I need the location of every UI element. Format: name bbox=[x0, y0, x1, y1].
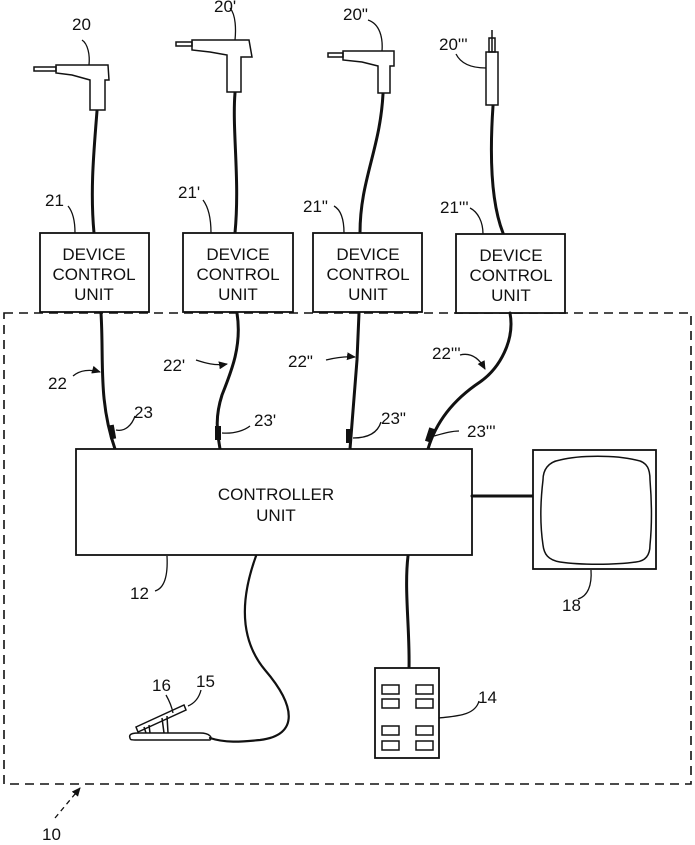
connector-ref-label: 23 bbox=[134, 403, 153, 422]
device-ref-label: 20" bbox=[343, 5, 368, 24]
svg-text:UNIT: UNIT bbox=[74, 285, 114, 304]
control-unit-ref-label: 21''' bbox=[440, 198, 469, 217]
system-ref-label: 10 bbox=[42, 825, 61, 844]
controller-ref-label: 12 bbox=[130, 584, 149, 603]
system-ref: 10 bbox=[42, 788, 80, 844]
svg-text:DEVICE: DEVICE bbox=[479, 246, 542, 265]
device-handpiece-3: 20" bbox=[328, 5, 394, 233]
controller-unit: CONTROLLER UNIT 12 bbox=[76, 449, 472, 603]
svg-text:CONTROL: CONTROL bbox=[196, 265, 279, 284]
svg-text:UNIT: UNIT bbox=[491, 286, 531, 305]
cable-ref-label: 22" bbox=[288, 352, 313, 371]
control-unit-ref-label: 21" bbox=[303, 197, 328, 216]
connector-ref-label: 23" bbox=[381, 409, 406, 428]
foot-pedal-cable bbox=[210, 556, 289, 742]
foot-pedal: 16 15 bbox=[130, 672, 215, 740]
remote-ref-label: 14 bbox=[478, 688, 497, 707]
control-unit-ref-label: 21' bbox=[178, 183, 200, 202]
cable-ref-label: 22' bbox=[163, 356, 185, 375]
svg-text:DEVICE: DEVICE bbox=[336, 245, 399, 264]
svg-text:UNIT: UNIT bbox=[348, 285, 388, 304]
svg-text:DEVICE: DEVICE bbox=[62, 245, 125, 264]
device-ref-label: 20''' bbox=[439, 35, 468, 54]
device-control-unit-1: DEVICE CONTROL UNIT 21 bbox=[40, 191, 149, 312]
controller-unit-label-line1: CONTROLLER bbox=[218, 485, 334, 504]
svg-text:DEVICE: DEVICE bbox=[206, 245, 269, 264]
monitor: 18 bbox=[533, 450, 656, 615]
cable-3: 22" 23" bbox=[288, 313, 406, 449]
cable-4: 22''' 23''' bbox=[425, 313, 511, 449]
control-unit-ref-label: 21 bbox=[45, 191, 64, 210]
remote-cable bbox=[407, 556, 410, 669]
device-ref-label: 20 bbox=[72, 15, 91, 34]
monitor-ref-label: 18 bbox=[562, 596, 581, 615]
svg-text:CONTROL: CONTROL bbox=[52, 265, 135, 284]
svg-text:CONTROL: CONTROL bbox=[469, 266, 552, 285]
cable-2: 22' 23' bbox=[163, 313, 276, 449]
foot-pedal-ref-label: 16 bbox=[152, 676, 171, 695]
controller-unit-label-line2: UNIT bbox=[256, 506, 296, 525]
connector-ref-label: 23''' bbox=[467, 422, 496, 441]
device-ref-label: 20' bbox=[214, 0, 236, 16]
device-control-unit-3: DEVICE CONTROL UNIT 21" bbox=[303, 197, 422, 312]
connector-ref-label: 23' bbox=[254, 411, 276, 430]
cable-ref-label: 22 bbox=[48, 374, 67, 393]
pedal-ref-label: 15 bbox=[196, 672, 215, 691]
cable-ref-label: 22''' bbox=[432, 344, 461, 363]
remote-keypad: 14 bbox=[375, 668, 497, 758]
cable-1: 22 23 bbox=[48, 313, 153, 449]
svg-text:CONTROL: CONTROL bbox=[326, 265, 409, 284]
device-control-unit-4: DEVICE CONTROL UNIT 21''' bbox=[440, 198, 565, 313]
svg-text:UNIT: UNIT bbox=[218, 285, 258, 304]
